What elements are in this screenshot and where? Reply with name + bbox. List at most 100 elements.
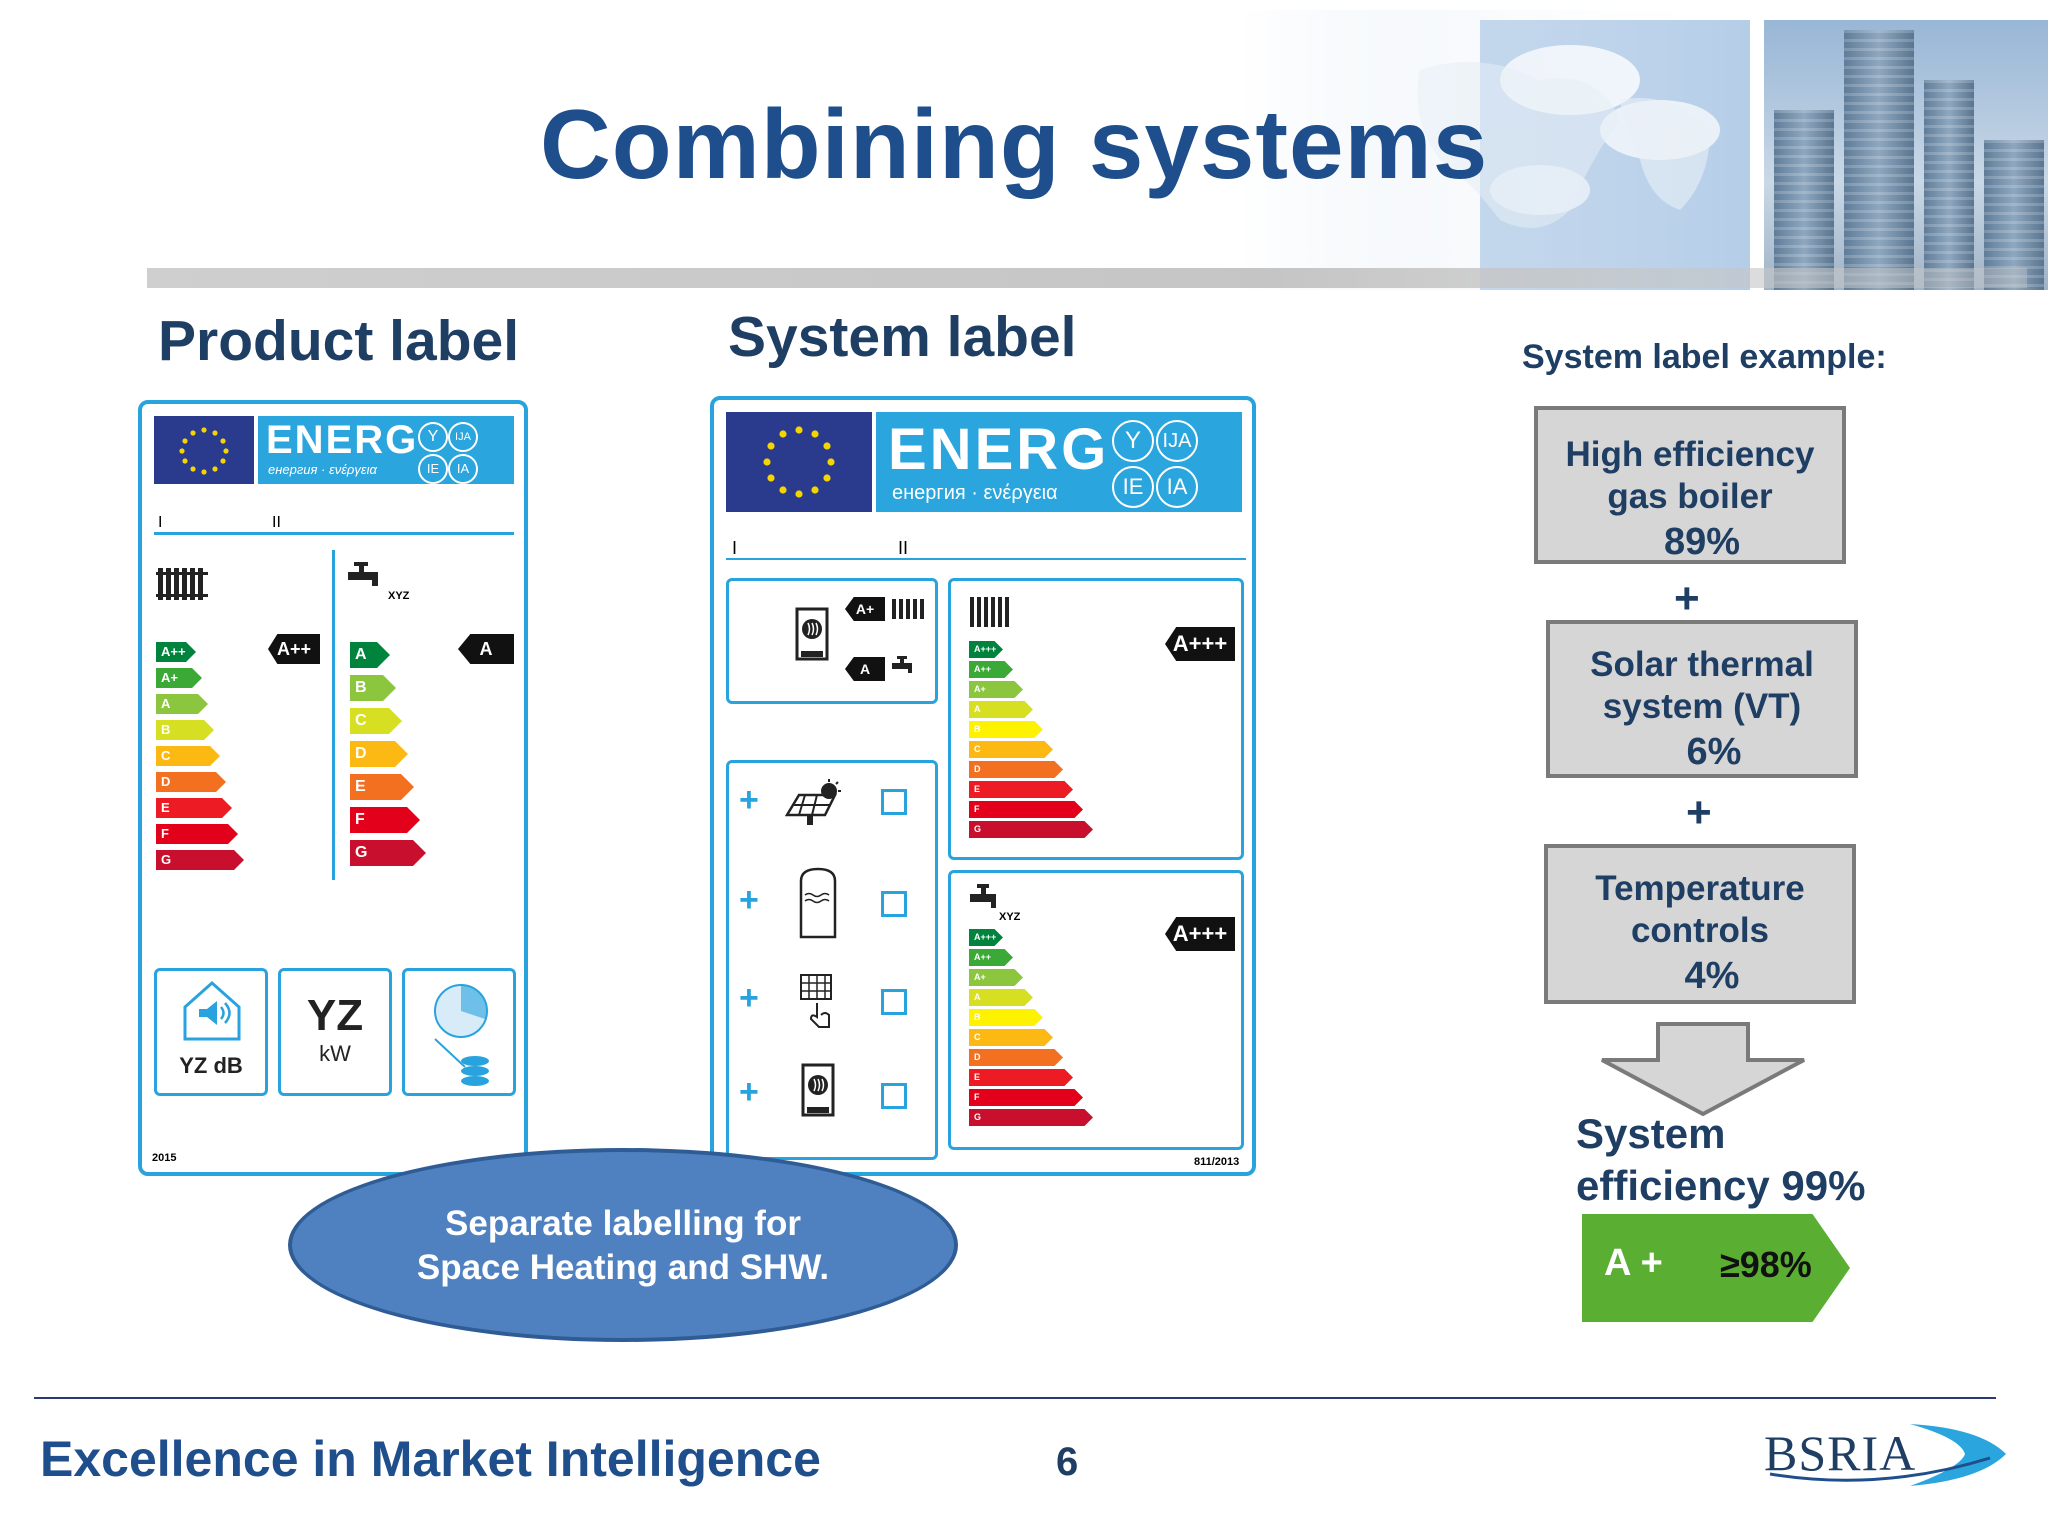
speaker-house-icon — [183, 980, 241, 1041]
efficiency-class-band: D — [350, 741, 408, 767]
tap-icon — [348, 562, 378, 586]
badge-threshold: ≥98% — [1720, 1244, 1812, 1285]
efficiency-class-band: A — [969, 701, 1033, 718]
energ-banner: ENERG енергия · ενέργεια Y IJA IE IA — [876, 412, 1242, 512]
boiler-heating-rating: A+ — [845, 597, 885, 621]
system-label-heading: System label — [728, 305, 1077, 369]
radiator-icon — [892, 599, 924, 619]
components-panel: + + + + — [726, 760, 938, 1160]
callout-line-2: Space Heating and SHW. — [416, 1248, 830, 1287]
model-mark: II — [272, 514, 281, 531]
result-text: System efficiency 99% — [1576, 1108, 1866, 1212]
efficiency-class-band: A+++ — [969, 641, 1003, 658]
result-badge: A + ≥98% — [1582, 1214, 1850, 1322]
efficiency-class-band: G — [969, 821, 1093, 838]
efficiency-class-band: A++ — [156, 642, 196, 662]
efficiency-class-band: D — [156, 772, 226, 792]
efficiency-class-band: F — [350, 807, 420, 833]
box-line-2: system (VT) — [1602, 687, 1802, 726]
efficiency-class-band: A++ — [969, 949, 1013, 966]
supplier-mark: I — [732, 538, 738, 558]
efficiency-class-band: G — [350, 840, 426, 866]
sound-panel: YZ dB — [154, 968, 268, 1096]
solar-panel-icon — [785, 779, 841, 825]
efficiency-class-band: D — [969, 761, 1063, 778]
efficiency-class-band: A+ — [969, 969, 1023, 986]
label-divider — [154, 532, 514, 535]
efficiency-class-band: F — [969, 1089, 1083, 1106]
solar-checkbox[interactable] — [881, 789, 907, 815]
controls-checkbox[interactable] — [881, 989, 907, 1015]
example-box-solar: Solar thermal system (VT) 6% — [1546, 620, 1858, 778]
efficiency-class-band: C — [156, 746, 220, 766]
efficiency-class-band: B — [969, 1009, 1043, 1026]
slide-title: Combining systems — [540, 89, 1489, 199]
radiator-icon — [156, 568, 208, 600]
sound-unit: YZ dB — [179, 1053, 243, 1078]
heating-rating-arrow: A++ — [268, 634, 320, 664]
supplementary-checkbox[interactable] — [881, 1083, 907, 1109]
city-skyline-graphic — [1764, 20, 2048, 290]
logo-swoosh-icon — [1769, 1424, 2006, 1486]
temperature-control-icon — [800, 974, 832, 1028]
efficiency-class-band: A+ — [156, 668, 202, 688]
header-image — [1240, 10, 2048, 290]
efficiency-class-band: E — [350, 774, 414, 800]
efficiency-class-band: D — [969, 1049, 1063, 1066]
supplementary-boiler-icon — [801, 1063, 835, 1117]
radiator-icon — [970, 597, 1009, 627]
example-heading: System label example: — [1522, 338, 1887, 376]
efficiency-class-band: C — [969, 1029, 1053, 1046]
storage-checkbox[interactable] — [881, 891, 907, 917]
climate-map-icon — [434, 984, 489, 1086]
box-line-1: Solar thermal — [1590, 645, 1814, 684]
label-divider — [726, 558, 1246, 560]
bsria-logo: BSRIA — [1760, 1418, 2010, 1490]
regulation-number: 811/2013 — [1194, 1156, 1240, 1168]
language-codes: Y IJA IE IA — [1112, 420, 1232, 508]
energ-word: ENERG — [266, 418, 419, 462]
box-line-2: gas boiler — [1607, 477, 1773, 516]
plus-sign: + — [739, 781, 759, 819]
power-panel: YZ kW — [278, 968, 392, 1096]
product-energy-label: ENERG енергия · ενέργεια Y IJA IE IA I I… — [138, 400, 528, 1176]
energ-subtitle: енергия · ενέργεια — [892, 482, 1058, 504]
plus-sign: + — [1674, 574, 1700, 623]
energ-banner: ENERG енергия · ενέργεια Y IJA IE IA — [258, 416, 514, 484]
boiler-panel: A+ A — [726, 578, 938, 704]
plus-sign: + — [739, 881, 759, 919]
storage-tank-icon — [799, 867, 837, 939]
efficiency-class-band: E — [969, 781, 1073, 798]
page-number: 6 — [1056, 1440, 1079, 1484]
lang-code: IJA — [1156, 420, 1198, 462]
plus-sign: + — [739, 979, 759, 1017]
box-percent: 89% — [1663, 521, 1741, 563]
efficiency-class-band: A++ — [969, 661, 1013, 678]
supplier-mark: I — [158, 514, 163, 531]
efficiency-class-band: A+ — [969, 681, 1023, 698]
footer-divider — [34, 1397, 1996, 1399]
efficiency-class-band: G — [969, 1109, 1093, 1126]
lang-code: IJA — [448, 422, 478, 452]
water-profile: XYZ — [388, 590, 410, 602]
energ-subtitle: енергия · ενέργεια — [268, 462, 377, 477]
climate-panel — [402, 968, 516, 1096]
lang-code: IA — [448, 454, 478, 484]
logo-text: BSRIA — [1764, 1425, 1917, 1481]
badge-class: A + — [1604, 1242, 1663, 1284]
power-unit: kW — [319, 1041, 351, 1066]
box-line-1: High efficiency — [1565, 435, 1815, 474]
boiler-water-rating: A — [845, 657, 885, 681]
system-heating-rating: A+++ — [1165, 627, 1235, 661]
example-box-boiler: High efficiency gas boiler 89% — [1534, 406, 1846, 564]
language-codes: Y IJA IE IA — [418, 422, 508, 484]
efficiency-class-band: A+++ — [969, 929, 1003, 946]
efficiency-class-band: C — [969, 741, 1053, 758]
efficiency-class-band: C — [350, 708, 402, 734]
efficiency-class-band: B — [969, 721, 1043, 738]
callout-line-1: Separate labelling for — [445, 1204, 801, 1243]
boiler-icon — [795, 607, 829, 661]
example-box-controls: Temperature controls 4% — [1544, 844, 1856, 1004]
world-map-graphic — [1240, 10, 1760, 290]
callout-ellipse: Separate labelling for Space Heating and… — [288, 1148, 958, 1342]
